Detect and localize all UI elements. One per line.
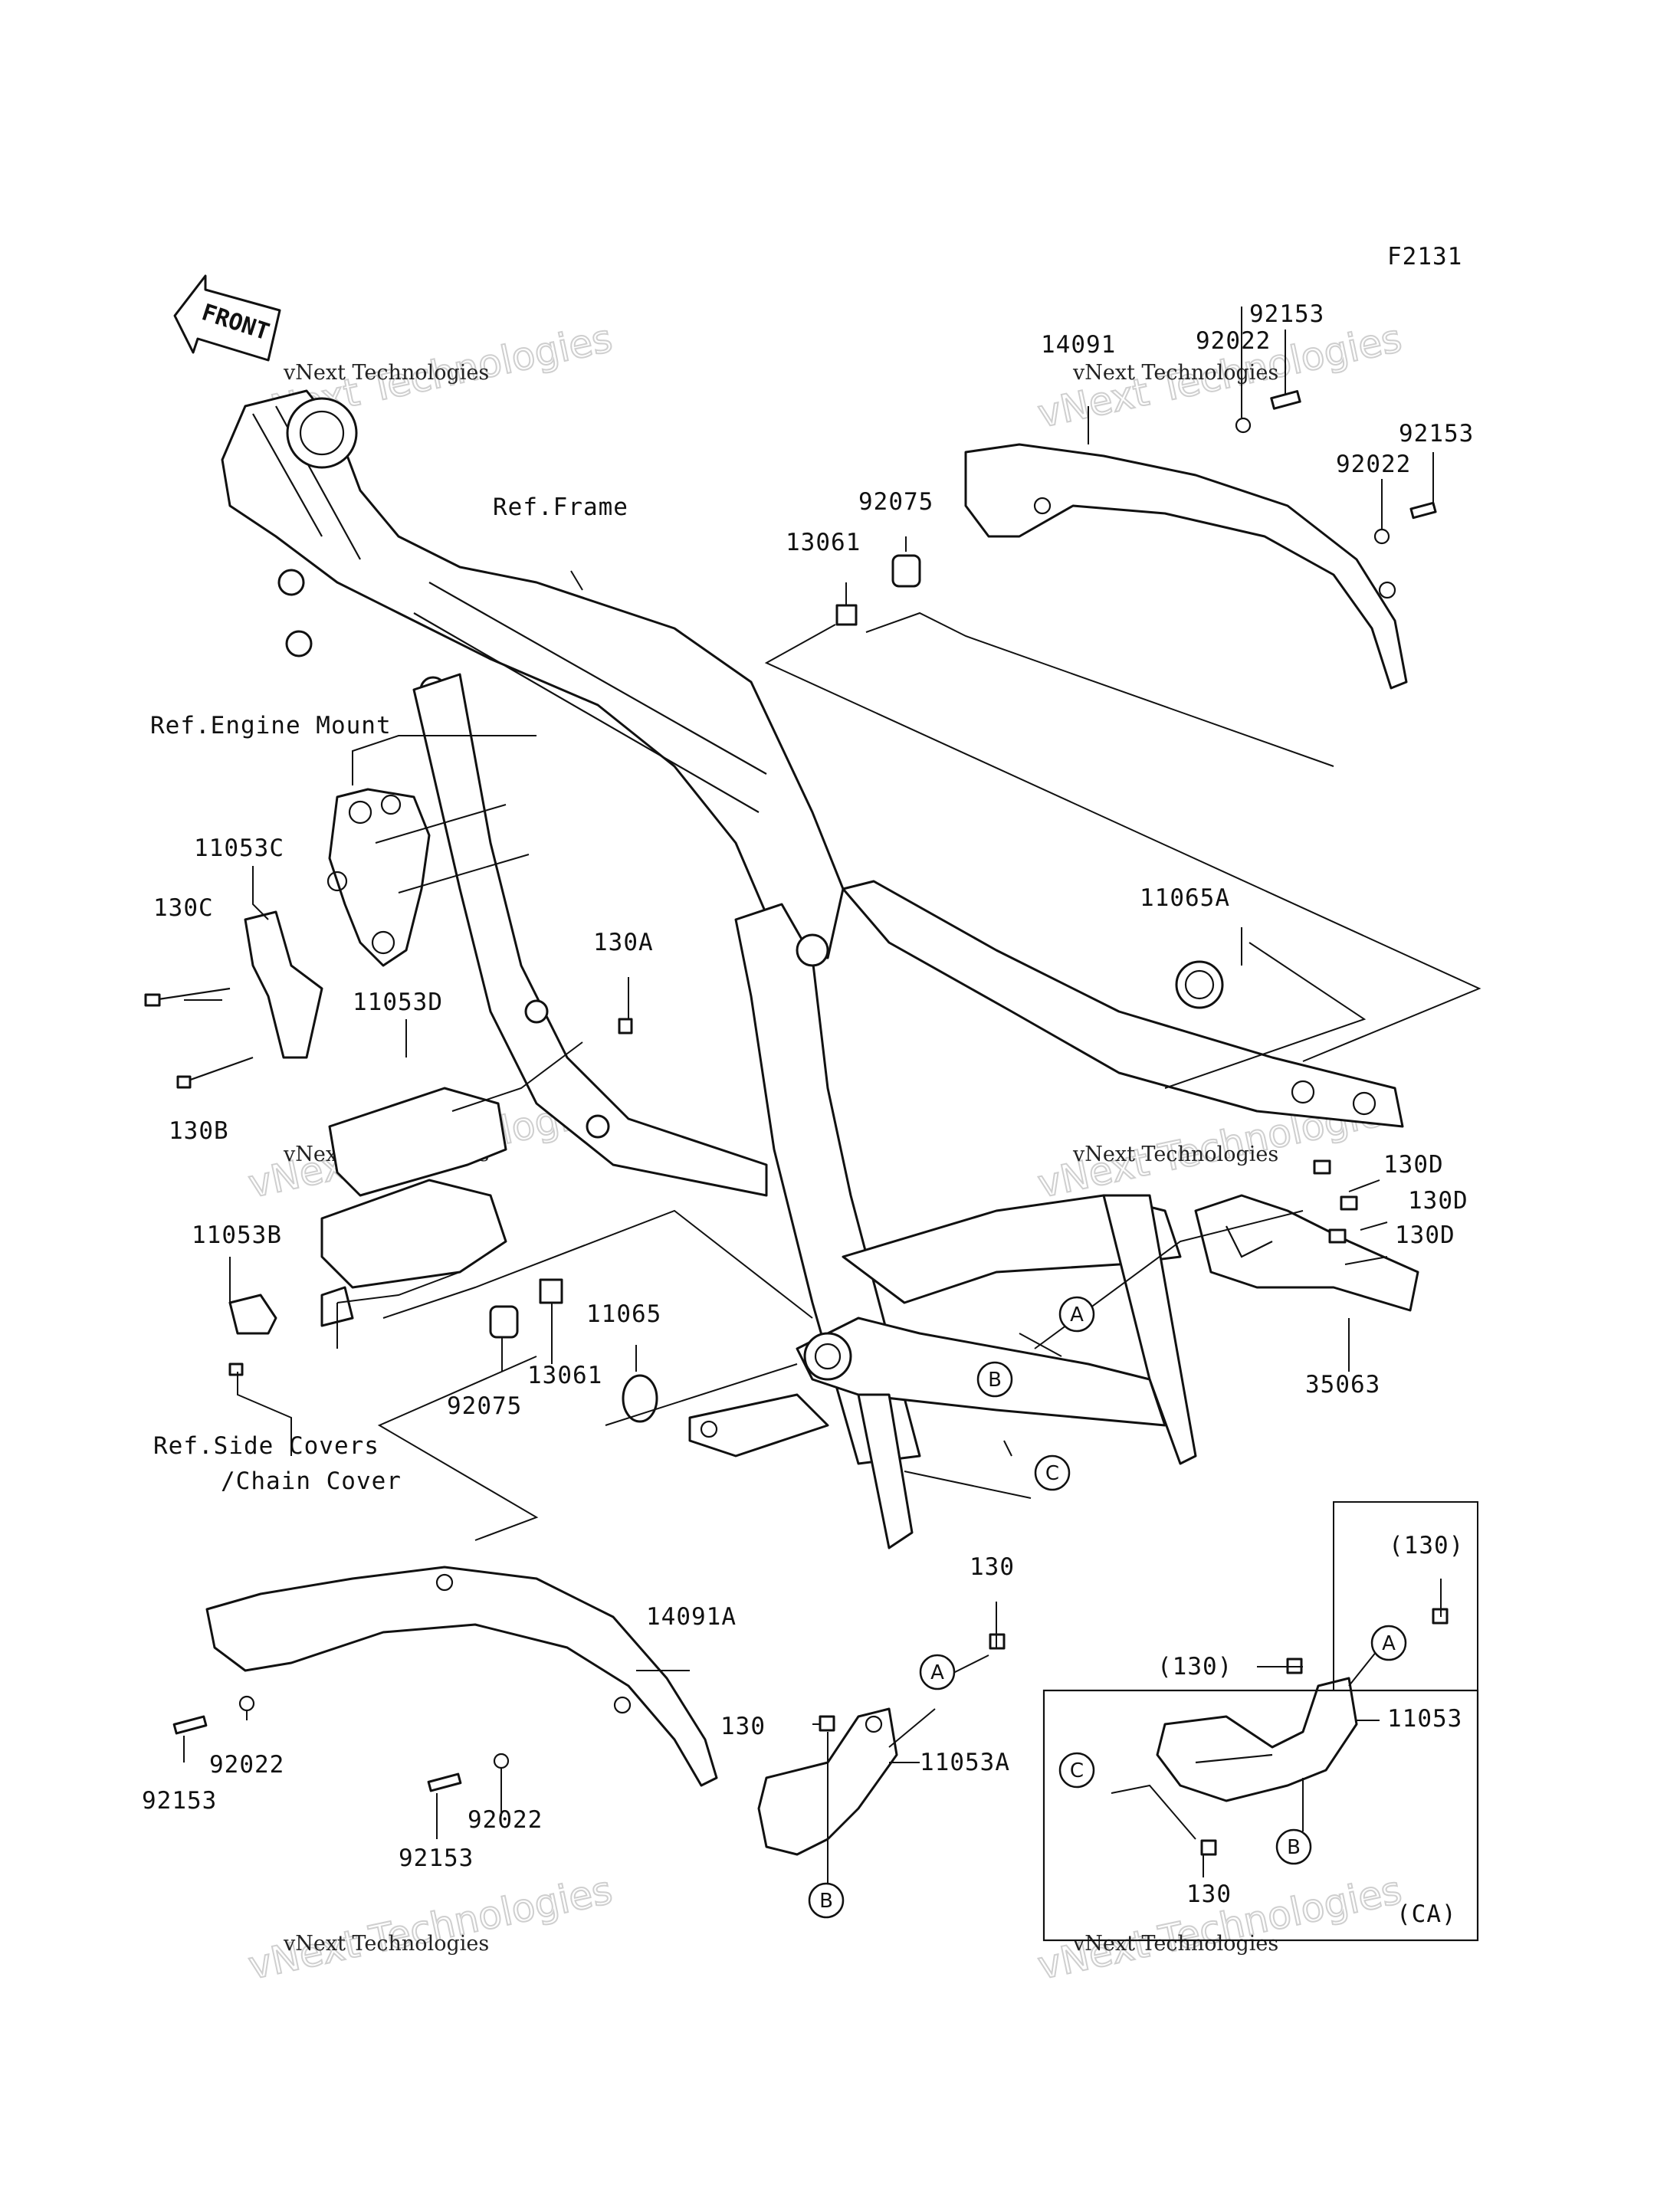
nut-13061-mid: [539, 1278, 563, 1304]
label-92075-top: 92075: [858, 488, 934, 516]
label-130-left: 130: [720, 1713, 766, 1740]
label-11053d: 11053D: [353, 989, 443, 1016]
grommet-11065a: [1175, 960, 1224, 1009]
svg-text:C: C: [1070, 1759, 1084, 1782]
bracket-11053b: [228, 1286, 354, 1376]
label-ref-engine-mount: Ref.Engine Mount: [150, 712, 392, 739]
callout-b-2: B: [808, 1882, 845, 1919]
label-11065: 11065: [586, 1300, 661, 1328]
ca-inset-frame: [1333, 1501, 1478, 1690]
callout-b-1: B: [976, 1361, 1013, 1398]
label-11053a: 11053A: [920, 1749, 1010, 1776]
callout-c-2: C: [1058, 1752, 1095, 1789]
leader-lines: [183, 307, 1481, 1885]
watermark-small: vNext Technologies: [283, 1932, 489, 1956]
front-arrow-icon: FRONT: [173, 274, 281, 362]
label-14091a: 14091A: [646, 1603, 737, 1631]
fender-14091a: [205, 1566, 718, 1787]
figure-id: F2131: [1387, 243, 1462, 271]
label-92153-right: 92153: [1399, 420, 1474, 448]
nut-13061-top: [835, 604, 858, 626]
label-ref-frame: Ref.Frame: [493, 494, 628, 521]
watermark-small: vNext Technologies: [1072, 1143, 1278, 1166]
label-13061-mid: 13061: [527, 1362, 602, 1389]
callout-b-3: B: [1275, 1828, 1312, 1865]
svg-text:B: B: [988, 1369, 1002, 1392]
label-130a: 130A: [593, 929, 654, 956]
engine-mount-plate: [326, 788, 431, 967]
main-frame: [221, 389, 1404, 1549]
svg-text:B: B: [819, 1890, 833, 1913]
callout-c-1: C: [1034, 1454, 1071, 1491]
watermark-big: vNext Technologies: [244, 1867, 616, 1988]
svg-text:A: A: [930, 1661, 944, 1684]
label-130-top: 130: [970, 1553, 1015, 1581]
label-ca: (CA): [1396, 1900, 1457, 1928]
label-13061-top: 13061: [786, 529, 861, 556]
grommet-92075-mid: [489, 1305, 519, 1339]
label-chain-cover: /Chain Cover: [221, 1467, 402, 1495]
label-130d-1: 130D: [1383, 1151, 1444, 1179]
label-11053: 11053: [1387, 1705, 1462, 1733]
watermark-small: vNext Technologies: [1072, 361, 1278, 385]
label-11053c: 11053C: [194, 835, 284, 862]
svg-text:A: A: [1070, 1303, 1084, 1326]
bracket-11053: [1156, 1677, 1358, 1802]
label-92153-top: 92153: [1249, 300, 1324, 328]
label-92022-right: 92022: [1336, 451, 1411, 478]
washers: [238, 417, 1390, 1769]
ca-inset-box: [1042, 1689, 1479, 1942]
label-14091: 14091: [1041, 331, 1116, 359]
fender-14091: [964, 443, 1408, 690]
label-92022-top: 92022: [1196, 327, 1271, 355]
part-labels: Ref.Frame Ref.Engine Mount Ref.Side Cove…: [142, 300, 1474, 1928]
grommet-92075-top: [891, 554, 921, 588]
label-92153-bottom: 92153: [399, 1844, 474, 1872]
label-130-paren-2: (130): [1157, 1653, 1232, 1681]
label-130-ca: 130: [1186, 1881, 1232, 1908]
watermark-small: vNext Technologies: [283, 361, 489, 385]
label-ref-side-covers: Ref.Side Covers: [153, 1432, 379, 1460]
label-130-paren-1: (130): [1389, 1532, 1464, 1559]
label-92153-left: 92153: [142, 1787, 217, 1815]
crossmember-35063: [1194, 1194, 1419, 1312]
label-130d-3: 130D: [1395, 1221, 1455, 1249]
label-92022-bottom: 92022: [468, 1806, 543, 1834]
label-11053b: 11053B: [192, 1221, 282, 1249]
grommet-11065: [622, 1374, 658, 1423]
bolts: [172, 390, 1449, 1856]
svg-text:B: B: [1287, 1836, 1301, 1859]
bracket-11053c: [144, 910, 323, 1089]
svg-text:C: C: [1045, 1462, 1059, 1485]
label-130b: 130B: [169, 1117, 229, 1145]
callout-a-1: A: [1058, 1296, 1095, 1333]
callout-a-2: A: [919, 1654, 956, 1690]
label-11065a: 11065A: [1140, 884, 1230, 912]
label-130d-2: 130D: [1408, 1187, 1468, 1215]
bracket-11053d: [320, 1087, 507, 1289]
label-130c: 130C: [153, 894, 214, 922]
label-92075-mid: 92075: [447, 1392, 522, 1420]
watermark-small: vNext Technologies: [1072, 1932, 1278, 1956]
callout-a-3: A: [1370, 1625, 1407, 1661]
label-92022-left: 92022: [209, 1751, 284, 1779]
svg-text:A: A: [1382, 1632, 1396, 1655]
label-35063: 35063: [1305, 1371, 1380, 1399]
